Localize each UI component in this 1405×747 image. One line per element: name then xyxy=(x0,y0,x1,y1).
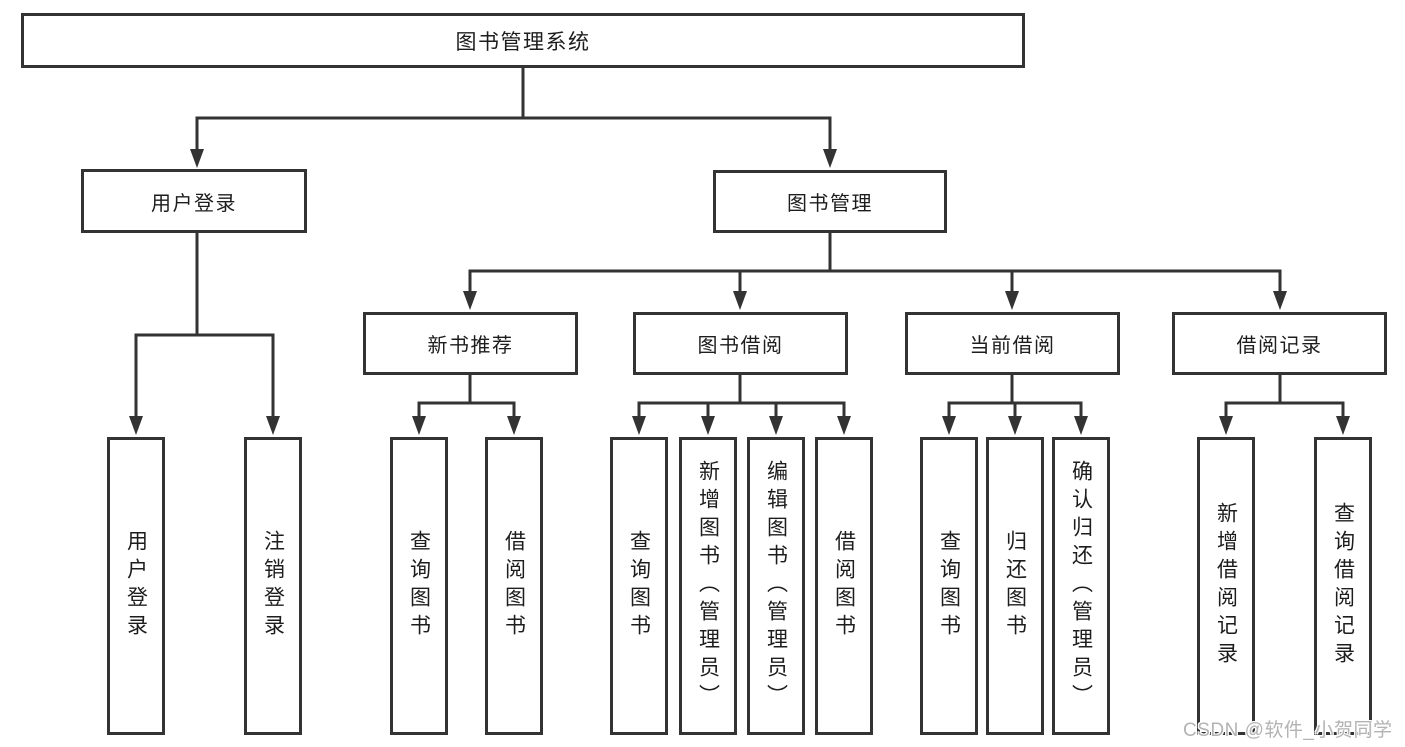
leaf-query-borrow-record-label: 查询借阅记录 xyxy=(1331,502,1355,670)
leaf-add-borrow-record: 新增借阅记录 xyxy=(1197,437,1255,735)
node-user-login: 用户登录 xyxy=(81,169,307,233)
node-book-borrowing-label: 图书借阅 xyxy=(697,335,784,357)
leaf-query-books-recommend: 查询图书 xyxy=(390,437,448,735)
node-borrowing-records: 借阅记录 xyxy=(1172,312,1387,375)
tree-edges xyxy=(134,66,1345,419)
leaf-user-login: 用户登录 xyxy=(107,437,165,735)
leaf-query-books-borrowing-label: 查询图书 xyxy=(627,530,651,642)
leaf-borrow-books-recommend: 借阅图书 xyxy=(485,437,543,735)
node-library-management-system-label: 图书管理系统 xyxy=(455,30,591,54)
node-borrowing-records-label: 借阅记录 xyxy=(1236,335,1323,357)
leaf-edit-books-admin-label: 编辑图书（管理员） xyxy=(764,460,788,712)
node-new-book-recommendation: 新书推荐 xyxy=(363,312,578,375)
leaf-borrow-books: 借阅图书 xyxy=(815,437,873,735)
leaf-confirm-return-admin-label: 确认归还（管理员） xyxy=(1069,460,1093,712)
leaf-return-books: 归还图书 xyxy=(986,437,1044,735)
node-book-management-label: 图书管理 xyxy=(787,193,873,215)
arrowheads xyxy=(129,149,1350,435)
node-book-borrowing: 图书借阅 xyxy=(633,312,848,375)
node-book-management: 图书管理 xyxy=(713,170,947,233)
leaf-add-books-admin: 新增图书（管理员） xyxy=(679,437,737,735)
leaf-query-books-current: 查询图书 xyxy=(920,437,978,735)
leaf-return-books-label: 归还图书 xyxy=(1003,530,1027,642)
leaf-logout: 注销登录 xyxy=(244,437,302,735)
leaf-query-books-recommend-label: 查询图书 xyxy=(407,530,431,642)
leaf-logout-label: 注销登录 xyxy=(261,530,285,642)
leaf-add-borrow-record-label: 新增借阅记录 xyxy=(1214,502,1238,670)
node-current-borrowing-label: 当前借阅 xyxy=(969,335,1056,357)
leaf-edit-books-admin: 编辑图书（管理员） xyxy=(747,437,805,735)
node-library-management-system: 图书管理系统 xyxy=(21,13,1025,68)
leaf-query-books-borrowing: 查询图书 xyxy=(610,437,668,735)
leaf-confirm-return-admin: 确认归还（管理员） xyxy=(1052,437,1110,735)
leaf-query-borrow-record: 查询借阅记录 xyxy=(1314,437,1372,735)
leaf-borrow-books-label: 借阅图书 xyxy=(832,530,856,642)
leaf-borrow-books-recommend-label: 借阅图书 xyxy=(502,530,526,642)
csdn-watermark: CSDN @软件_小贺同学 xyxy=(1183,720,1393,741)
leaf-query-books-current-label: 查询图书 xyxy=(937,530,961,642)
node-user-login-label: 用户登录 xyxy=(151,192,237,215)
node-new-book-recommendation-label: 新书推荐 xyxy=(427,335,514,357)
leaf-add-books-admin-label: 新增图书（管理员） xyxy=(696,460,720,712)
leaf-user-login-label: 用户登录 xyxy=(124,530,148,642)
node-current-borrowing: 当前借阅 xyxy=(905,312,1120,375)
